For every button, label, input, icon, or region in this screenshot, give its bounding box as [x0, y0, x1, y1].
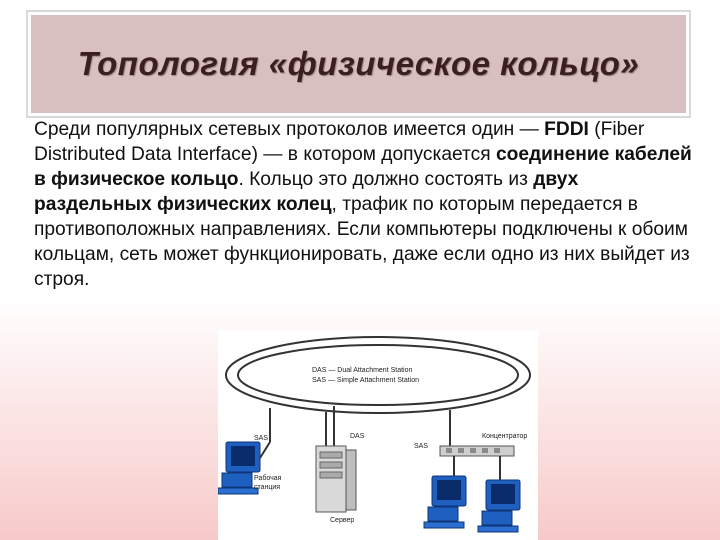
workstation-icon [423, 475, 467, 529]
text-run-bold: двух раздельных физических колец [34, 169, 579, 215]
label-server: Сервер [330, 517, 354, 524]
inner-ring [237, 344, 519, 406]
server-icon [315, 445, 357, 513]
text-run: Среди популярных сетевых протоколов имее… [34, 119, 545, 140]
label-workstation-line2: станция [254, 484, 280, 491]
text-run-bold: FDDI [544, 119, 589, 140]
outer-ring [225, 336, 531, 414]
label-sas-right: SAS [414, 443, 428, 450]
label-concentrator: Концентратор [482, 433, 527, 440]
workstation-icon [477, 479, 521, 533]
workstation-icon [218, 441, 271, 495]
slide-title: Топология «физическое кольцо» [77, 45, 640, 82]
legend-sas: SAS — Simple Attachment Station [312, 377, 419, 384]
label-workstation-line1: Рабочая [254, 474, 282, 482]
label-das: DAS [350, 433, 365, 440]
body-paragraph: Среди популярных сетевых протоколов имее… [34, 117, 694, 292]
text-run: (Fiber Distributed Data Interface) — в к… [34, 119, 645, 165]
text-run: , трафик по которым передается в противо… [34, 194, 690, 290]
fddi-ring-diagram: DAS — Dual Attachment Station SAS — Simp… [218, 330, 538, 540]
label-sas-left: SAS [254, 435, 268, 442]
diagram-svg: DAS — Dual Attachment Station SAS — Simp… [218, 336, 531, 533]
title-box: Топология «физическое кольцо» [26, 10, 691, 118]
text-run-bold: соединение кабелей в физическое кольцо [34, 144, 692, 190]
text-run: . Кольцо это должно состоять из [238, 169, 534, 190]
legend-das: DAS — Dual Attachment Station [312, 367, 412, 374]
concentrator-icon [439, 445, 515, 457]
